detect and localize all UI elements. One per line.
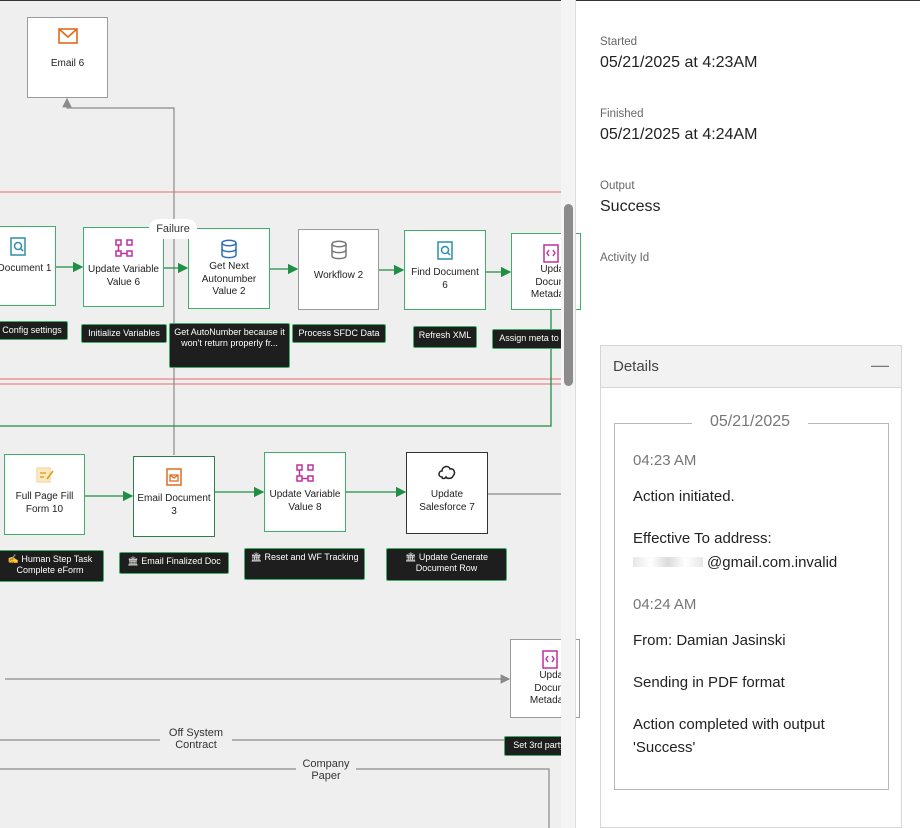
details-title: Details [613,358,659,375]
activity-id-label: Activity Id [600,252,650,264]
output-value: Success [600,198,661,215]
node-document-1[interactable]: Document 1 [0,226,56,306]
node-label: Document 1 [0,263,52,274]
details-header[interactable]: Details — [601,346,901,388]
node-label: Get Next Autonumber Value 2 [201,261,257,297]
form-edit-icon [35,465,55,485]
database-icon [220,239,238,259]
annotation-process-sfdc[interactable]: Process SFDC Data [292,324,386,343]
top-border [0,0,920,1]
finished-label: Finished [600,108,644,120]
variable-icon [295,463,315,483]
log-entry-address-label: Effective To address: [633,530,772,547]
node-label: Update Variable Value 6 [88,264,159,288]
annotation-update-generate[interactable]: 🏛 Update Generate Document Row [386,548,507,581]
log-date: 05/21/2025 [692,413,809,431]
document-search-icon [436,241,454,261]
log-time-1: 04:23 AM [633,452,697,469]
node-find-document-6[interactable]: Find Document 6 [404,230,486,310]
node-label: Updat Docum Metadat [529,670,566,706]
document-search-icon [9,237,27,257]
email-document-icon [164,467,184,487]
panel-divider [575,0,576,828]
branch-label-company-paper: Company Paper [296,758,356,782]
collapse-icon[interactable]: — [871,355,889,375]
log-entry-address-value: @gmail.com.invalid [707,554,838,571]
branch-label-off-system-contract: Off System Contract [160,727,232,751]
annotation-initialize-variables[interactable]: Initialize Variables [81,324,167,343]
annotation-config-settings[interactable]: Config settings [0,321,68,340]
log-entry-format: Sending in PDF format [633,674,785,691]
finished-value: 05/21/2025 at 4:24AM [600,126,758,143]
log-entry-address: @gmail.com.invalid [633,551,883,574]
output-label: Output [600,180,635,192]
node-label: Email 6 [50,58,85,69]
annotation-reset-wf-tracking[interactable]: 🏛 Reset and WF Tracking [244,548,365,580]
node-full-page-fill-form-10[interactable]: Full Page Fill Form 10 [4,454,85,535]
node-label: Update Variable Value 8 [269,489,341,513]
salesforce-icon [437,463,457,483]
variable-icon [114,238,134,258]
canvas-scrollbar-track[interactable] [561,0,575,828]
node-update-salesforce-7[interactable]: Update Salesforce 7 [406,452,488,534]
metadata-icon [541,650,559,670]
log-time-2: 04:24 AM [633,596,697,613]
canvas-scrollbar-thumb[interactable] [564,204,573,386]
node-label: Update Salesforce 7 [419,489,475,513]
metadata-icon [542,244,560,264]
workflow-connectors [0,97,561,828]
node-label: Workflow 2 [313,270,364,281]
node-update-variable-8[interactable]: Update Variable Value 8 [264,452,346,532]
failure-label: Failure [149,219,197,239]
node-email-document-3[interactable]: Email Document 3 [133,456,215,537]
details-section: Details — 05/21/2025 04:23 AM Action ini… [600,345,902,828]
log-entry-initiated: Action initiated. [633,488,735,505]
started-label: Started [600,36,638,48]
node-update-variable-6[interactable]: Update Variable Value 6 [83,227,164,307]
workflow-canvas[interactable]: Email 6 Document 1 Update Variable Value… [0,0,581,828]
activity-log: 05/21/2025 04:23 AM Action initiated. Ef… [614,413,889,790]
annotation-refresh-xml[interactable]: Refresh XML [413,326,477,348]
node-label: Email Document 3 [137,493,211,517]
node-label: Updat Docum Metadat [530,264,567,300]
log-entry-completed: Action completed with output 'Success' [633,716,825,756]
node-email-6[interactable]: Email 6 [27,17,108,98]
annotation-email-finalized[interactable]: 🏛 Email Finalized Doc [119,552,229,574]
email-icon [57,28,78,48]
annotation-human-step[interactable]: ✍ Human Step Task Complete eForm [0,550,104,582]
node-workflow-2[interactable]: Workflow 2 [298,229,379,310]
annotation-get-autonumber[interactable]: Get AutoNumber because it won't return p… [169,323,290,368]
node-get-next-autonumber-2[interactable]: Get Next Autonumber Value 2 [188,228,270,309]
annotation-assign-meta[interactable]: Assign meta to [492,329,566,349]
node-label: Full Page Fill Form 10 [15,491,74,515]
database-icon [330,240,348,260]
log-entry-from: From: Damian Jasinski [633,632,786,649]
redacted-text [633,557,703,567]
started-value: 05/21/2025 at 4:23AM [600,54,758,71]
node-label: Find Document 6 [411,267,479,291]
